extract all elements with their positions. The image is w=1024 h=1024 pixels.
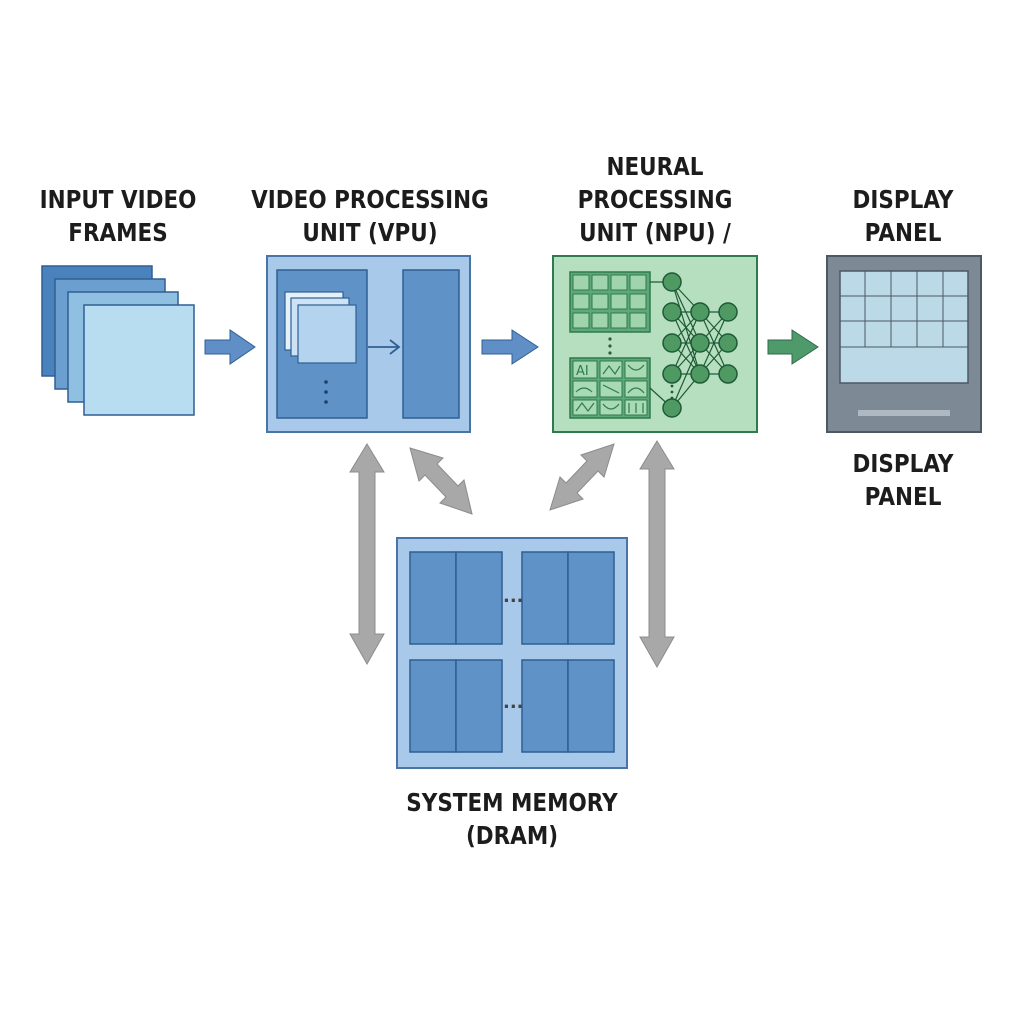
arrow-vpu-memory-diagonal: [409, 447, 473, 515]
system-memory-label: SYSTEM MEMORY (DRAM): [406, 788, 618, 850]
arrow-npu-to-display: [767, 329, 819, 365]
npu-ai-tile-text: AI: [576, 364, 589, 379]
vpu-processing-core: [402, 269, 460, 419]
display-panel-label-top: DISPLAY PANEL: [852, 185, 954, 247]
arrow-input-to-vpu: [204, 329, 256, 365]
memory-ellipsis-top: ...: [503, 586, 524, 607]
display-stand-bar: [858, 410, 950, 416]
arrow-npu-memory-diagonal: [549, 443, 615, 511]
npu-feature-grid: [569, 271, 651, 333]
npu-ai-tiles: AI: [569, 357, 651, 419]
display-panel-label-bottom: DISPLAY PANEL: [852, 449, 954, 511]
input-frames-stack: [41, 265, 195, 416]
input-frames-label: INPUT VIDEO FRAMES: [39, 185, 197, 247]
npu-block: AI: [552, 255, 758, 433]
memory-ellipsis-bottom: ...: [503, 692, 524, 713]
arrow-npu-memory-vertical: [639, 440, 675, 669]
display-panel: [826, 255, 982, 433]
arrow-vpu-to-npu: [481, 329, 539, 365]
vpu-block: [266, 255, 471, 433]
display-screen: [839, 270, 969, 384]
vpu-label: VIDEO PROCESSING UNIT (VPU): [251, 185, 489, 247]
arrow-vpu-memory-vertical: [349, 443, 385, 666]
system-memory-block: ... ...: [396, 537, 628, 769]
